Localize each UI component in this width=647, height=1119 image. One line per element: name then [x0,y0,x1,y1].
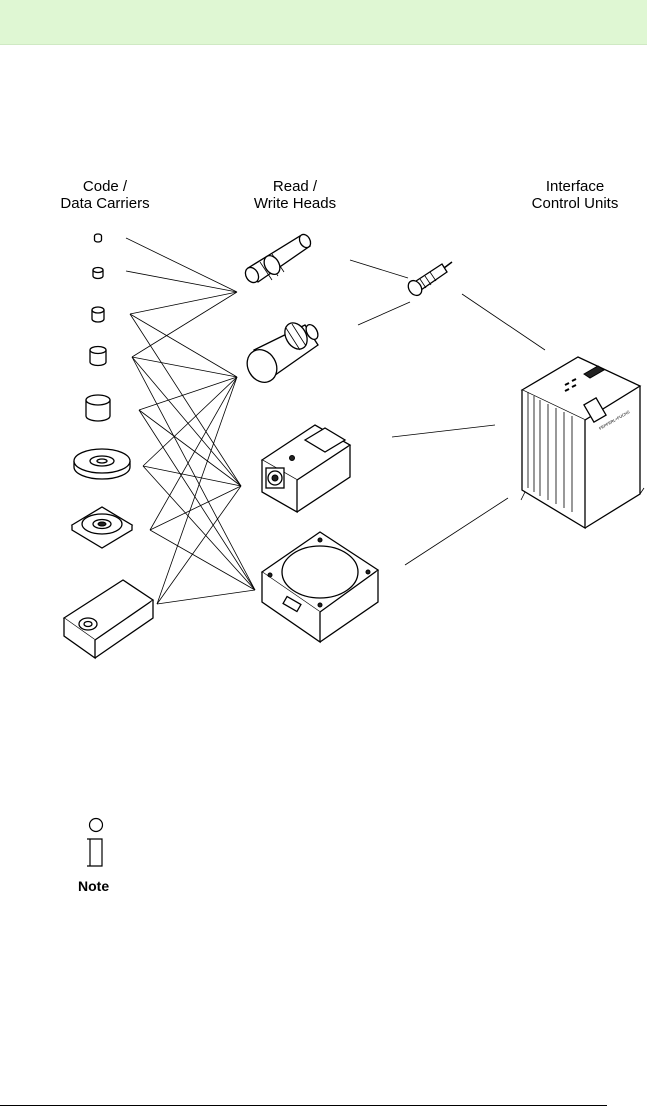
heading-data-carriers: Code / Data Carriers [60,178,150,212]
note-label: Note [78,878,110,894]
header-band [0,0,647,45]
carrier-tiny-cylinder [93,233,103,243]
connector-cable [407,261,453,297]
head-rectangular [260,424,352,514]
carrier-box-tag [62,579,155,660]
carrier-disc [73,448,131,480]
heading-read-write-heads: Read / Write Heads [253,178,337,212]
footer-rule [0,1105,607,1106]
head-small-cylindrical [244,233,312,284]
head-large-cylindrical [246,322,319,383]
carrier-head-connections [125,237,256,605]
carrier-xlarge-cylinder [85,394,111,422]
heading-interface-control-units: Interface Control Units [531,178,619,212]
carrier-small-cylinder [92,266,104,280]
info-note-icon [87,817,104,867]
head-unit-connections [349,259,546,566]
carrier-medium-cylinder [91,306,105,323]
carrier-large-cylinder [89,345,107,367]
interface-control-unit: PEPPERL+FUCHS [520,356,645,530]
carrier-square-disc [70,506,134,549]
head-square-large [260,531,380,644]
